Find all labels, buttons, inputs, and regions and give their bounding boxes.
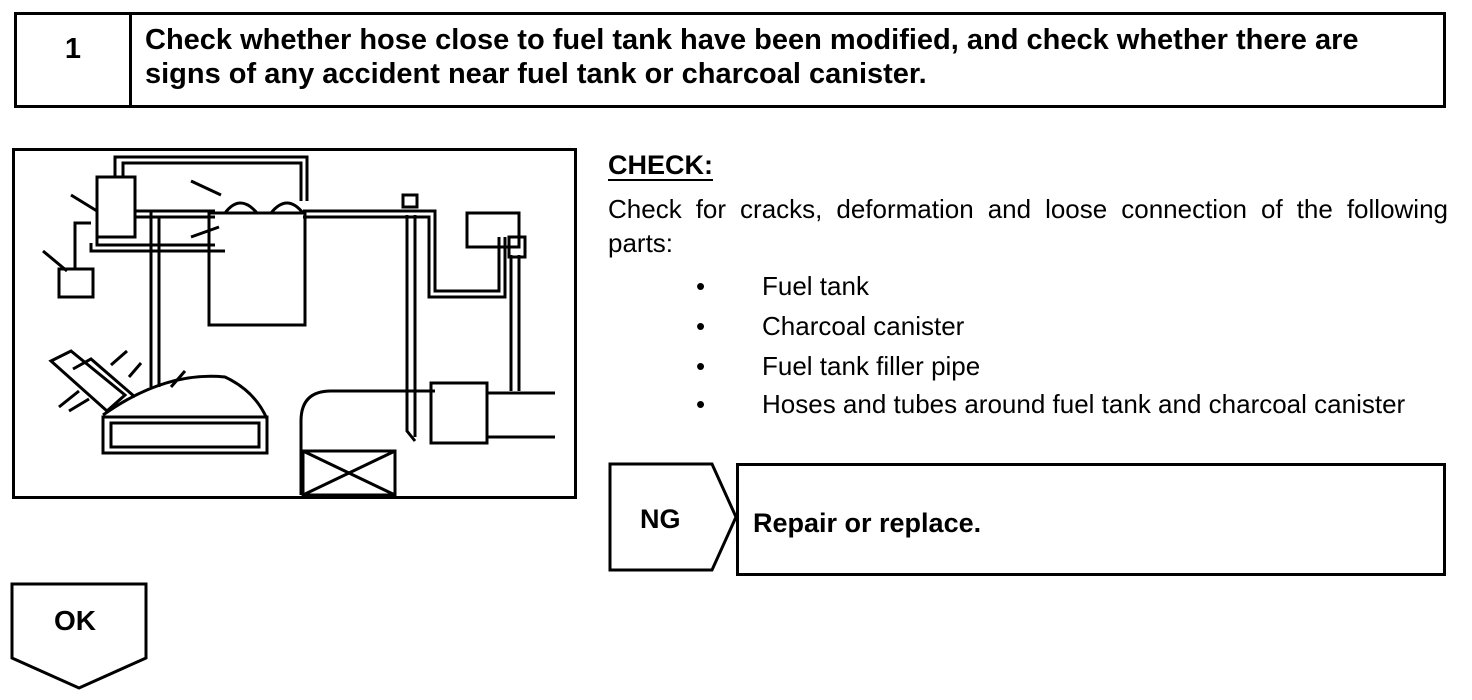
bullet-icon: •	[696, 311, 706, 341]
ng-action-text: Repair or replace.	[753, 508, 982, 538]
bullet-icon: •	[696, 389, 706, 419]
check-intro: Check for cracks, deformation and loose …	[608, 194, 1448, 258]
step-title: Check whether hose close to fuel tank ha…	[145, 24, 1359, 90]
list-item: •Hoses and tubes around fuel tank and ch…	[696, 386, 1448, 422]
ng-arrow-icon	[608, 462, 738, 572]
list-item: •Charcoal canister	[696, 306, 1448, 346]
bullet-icon: •	[696, 351, 706, 381]
ok-label: OK	[54, 605, 96, 636]
parts-list: •Fuel tank •Charcoal canister •Fuel tank…	[696, 266, 1448, 422]
list-item: •Fuel tank	[696, 266, 1448, 306]
bullet-icon: •	[696, 271, 706, 301]
small-component	[57, 267, 95, 299]
ng-action-box: Repair or replace.	[736, 463, 1446, 576]
fuel-system-illustration	[42, 155, 555, 496]
step-number: 1	[17, 15, 132, 105]
charcoal-canister	[95, 175, 137, 239]
fuel-tank	[207, 211, 307, 327]
ok-arrow-icon	[10, 582, 148, 690]
check-heading: CHECK:	[608, 150, 713, 180]
right-component	[465, 211, 521, 249]
step-header: 1 Check whether hose close to fuel tank …	[14, 12, 1446, 108]
fuel-system-diagram	[12, 148, 577, 499]
ng-label: NG	[640, 504, 681, 534]
list-item: •Fuel tank filler pipe	[696, 346, 1448, 386]
